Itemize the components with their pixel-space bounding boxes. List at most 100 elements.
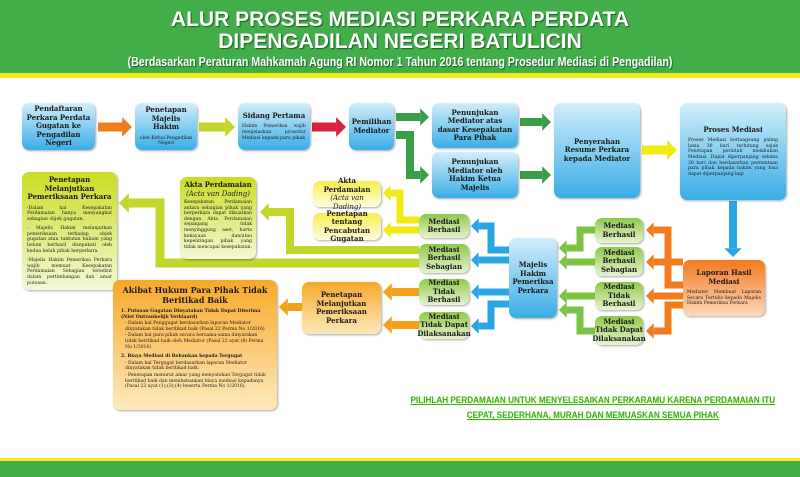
step-sublabel: (Acta van Dading) [330,194,364,211]
penetapan-pencabutan: Penetapan tentang Pencabutan Gugatan [313,209,381,243]
step-label: Mediasi Berhasil [602,221,636,239]
page-title-2: DIPENGADILAN NEGERI BATULICIN [218,30,582,53]
akibat-item-head: 2. Biaya Mediasi di Bebankan kepada Terg… [121,354,243,360]
arrow [471,300,509,334]
arrow [724,201,742,257]
step-pendaftaran: Pendaftaran Perkara Perdata Gugatan ke P… [22,103,95,150]
step-note: Proses Mediasi berlangsung paling lama 3… [688,138,778,177]
step-label: Akibat Hukum Para Pihak Tidak Beritikad … [122,285,268,305]
step-label: Pemilihan Mediator [351,117,392,135]
step-note: Kesepakatan Perdamaian antara sebagian p… [184,200,252,250]
step-label: Akta Perdamaian [184,180,252,189]
result-left-tidak-berhasil: Mediasi Tidak Berhasil [419,279,469,305]
step-pemilihan-mediator: Pemilihan Mediator [349,103,394,150]
step-label: Mediasi Tidak Dapat Dilaksanakan [592,316,646,343]
arrow [646,288,683,304]
arrow [383,222,419,238]
penetapan-melanjutkan-left: Penetapan Melanjutkan Pemeriksaan Perkar… [22,172,117,290]
akta-perdamaian-big: Akta Perdamaian(Acta van Dading) Kesepaka… [180,177,256,259]
akibat-item-sub: - Dalam hal Penggugat berdasarkan lapora… [125,321,265,332]
arrow [383,316,419,334]
step-note: -Dalam hal Kesepakatan Perdamaian hanya … [27,205,112,222]
arrow [559,226,595,256]
result-right-tidak-berhasil: Mediasi Tidak Berhasil [595,282,643,310]
step-note: Hakim Pemeriksa wajib menjelaskan prosed… [242,124,306,141]
step-label: Penyerahan Resume Perkara kepada Mediato… [563,136,631,163]
arrow [98,117,132,137]
result-left-berhasil: Mediasi Berhasil [419,214,469,238]
step-label: Mediasi Berhasil Sebagian [425,244,463,271]
arrow [646,222,683,289]
step-majelis-hakim: Majelis Hakim Pemeriksa Perkara [509,238,557,318]
page-subtitle: (Berdasarkan Peraturan Mahkamah Agung RI… [127,54,673,69]
step-label: Akta Perdamaian [323,176,371,194]
akta-perdamaian-small: Akta Perdamaian(Acta van Dading) [313,176,381,211]
arrow [396,131,429,184]
step-label: Sidang Pertama [242,110,306,120]
step-label: Mediasi Tidak Berhasil [427,278,461,305]
result-right-berhasil: Mediasi Berhasil [595,218,643,243]
step-label: Penunjukan Mediator oleh Hakim Ketua Maj… [447,157,503,192]
akibat-item-sub: - Dalam hal para pihak secara bersama-sa… [125,333,264,350]
step-label: Majelis Hakim Pemeriksa Perkara [512,260,554,295]
akibat-item-head: 1. Putusan Gugatan Dinyatakan Tidak Dapa… [121,309,261,320]
step-label: Penetapan tentang Pencabutan Gugatan [323,208,371,243]
header-banner: ALUR PROSES MEDIASI PERKARA PERDATA DIPE… [0,0,800,73]
page-title: ALUR PROSES MEDIASI PERKARA PERDATA [170,8,630,31]
arrow [260,203,419,254]
step-penunjukan-hakim: Penunjukan Mediator oleh Hakim Ketua Maj… [432,152,518,198]
step-penyerahan-resume: Penyerahan Resume Perkara kepada Mediato… [554,103,640,198]
step-penunjukan-sepakat: Penunjukan Mediator atas dasar Kesepakat… [432,103,518,148]
arrow [383,185,419,224]
arrow [471,218,509,254]
step-label: Pendaftaran Perkara Perdata Gugatan ke P… [26,104,91,148]
step-sublabel: (Acta van Dading) [185,189,250,198]
arrow [471,284,509,300]
step-label: Penetapan Melanjutkan Pemeriksaan Perkar… [27,175,112,201]
step-label: Penetapan Melanjutkan Pemeriksaan Perkar… [316,290,367,325]
arrow [520,166,551,184]
step-label: Laporan Hasil Mediasi [696,268,752,286]
slogan-line-2: CEPAT, SEDERHANA, MURAH DAN MEMUASKAN SE… [466,410,719,421]
akibat-item-sub: - Dalam hal Tergugat berdasarkan laporan… [125,360,248,372]
arrow [559,254,595,270]
arrow [312,117,346,137]
step-label: Penunjukan Mediator atas dasar Kesepakat… [437,107,513,142]
result-right-tidak-dapat: Mediasi Tidak Dapat Dilaksanakan [592,316,646,345]
result-right-sebagian: Mediasi Berhasil Sebagian [595,247,643,276]
akibat-item-sub: - Penetapan menurut amar yang menyatakan… [125,372,266,390]
step-label: Mediasi Berhasil Sebagian [600,247,638,274]
step-note: -Majelis Hakim Pemeriksa Perkara wajib m… [27,258,112,286]
step-label: Mediasi Tidak Dapat Dilaksanakan [417,311,471,338]
arrow [642,140,677,160]
arrow [559,302,595,335]
result-left-sebagian: Mediasi Berhasil Sebagian [419,244,469,273]
step-label: Mediasi Tidak Berhasil [602,282,636,309]
arrow [119,193,419,268]
header-stripe [0,73,800,78]
arrow [559,288,595,304]
penetapan-melanjutkan-orange: Penetapan Melanjutkan Pemeriksaan Perkar… [302,282,381,334]
slogan: PILIHLAH PERDAMAIAN UNTUK MENYELESAIKAN … [395,393,791,423]
step-label: Proses Mediasi [703,124,763,134]
arrow [396,108,429,126]
slogan-line-1: PILIHLAH PERDAMAIAN UNTUK MENYELESAIKAN … [410,395,776,406]
arrow [199,117,235,137]
arrow [646,301,683,339]
arrow [383,283,419,301]
step-label: Penetapan Majelis Hakim [145,105,187,132]
arrow [279,298,302,316]
arrow [646,254,683,270]
akibat-hukum: Akibat Hukum Para Pihak Tidak Beritikad … [113,280,277,410]
step-note: - Majelis Hakim melanjutkan pemeriksaan … [27,226,112,254]
arrow [520,113,551,131]
arrow [471,252,509,268]
footer-bar [0,458,800,477]
step-label: Mediasi Berhasil [427,216,461,234]
result-left-tidak-dapat: Mediasi Tidak Dapat Dilaksanakan [417,311,471,339]
